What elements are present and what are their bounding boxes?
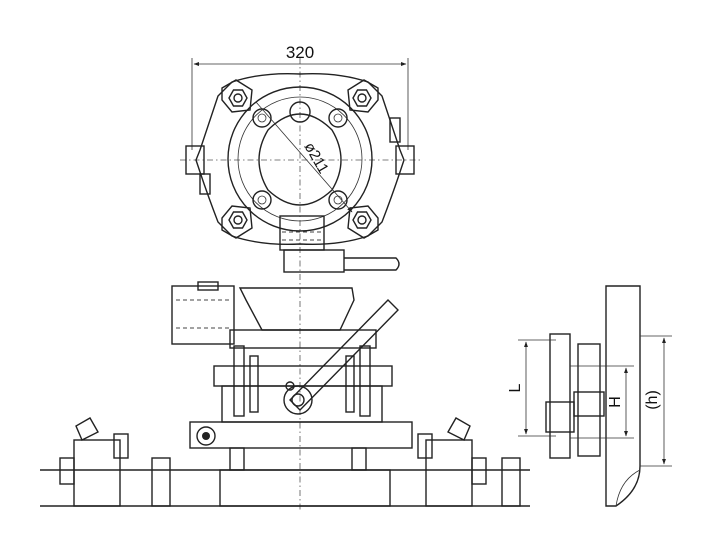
handle-hub-top [283,249,345,273]
h-dimension: H [604,365,634,439]
top-view-bolts [228,89,372,229]
upper-flange-front [229,329,377,349]
front-studs [233,345,371,417]
left-side-stud [199,173,211,195]
right-side-stud [389,117,401,143]
body-mid-front [213,365,393,387]
inner-circle [237,96,363,222]
h-total-dimension: (h) [640,335,672,467]
operating-handle [289,299,399,411]
base-flange-front [189,421,413,449]
l-dimension-label: L [507,383,524,392]
h-dimension-label: H [607,396,624,408]
top-view: 320 [180,43,420,512]
l-dimension: L [507,339,556,437]
pipe-run [40,457,530,507]
handle-top [344,257,400,271]
bonnet-front [238,287,355,331]
side-valve-right [577,343,601,457]
left-side-flange [185,145,205,175]
left-actuator-box [171,285,235,345]
right-branch-valve [417,417,487,507]
right-side-flange [395,145,415,175]
center-tee [219,469,391,507]
handle-pivot [283,385,313,415]
width-dimension: 320 [191,43,409,150]
side-valve-left [549,333,571,459]
width-dimension-label: 320 [286,43,314,62]
top-boss [289,101,311,123]
side-view: L H (h) [507,285,672,507]
front-view [40,281,530,507]
body-circle [227,86,373,232]
left-branch-valve [59,417,129,507]
h-total-dimension-label: (h) [644,390,661,410]
